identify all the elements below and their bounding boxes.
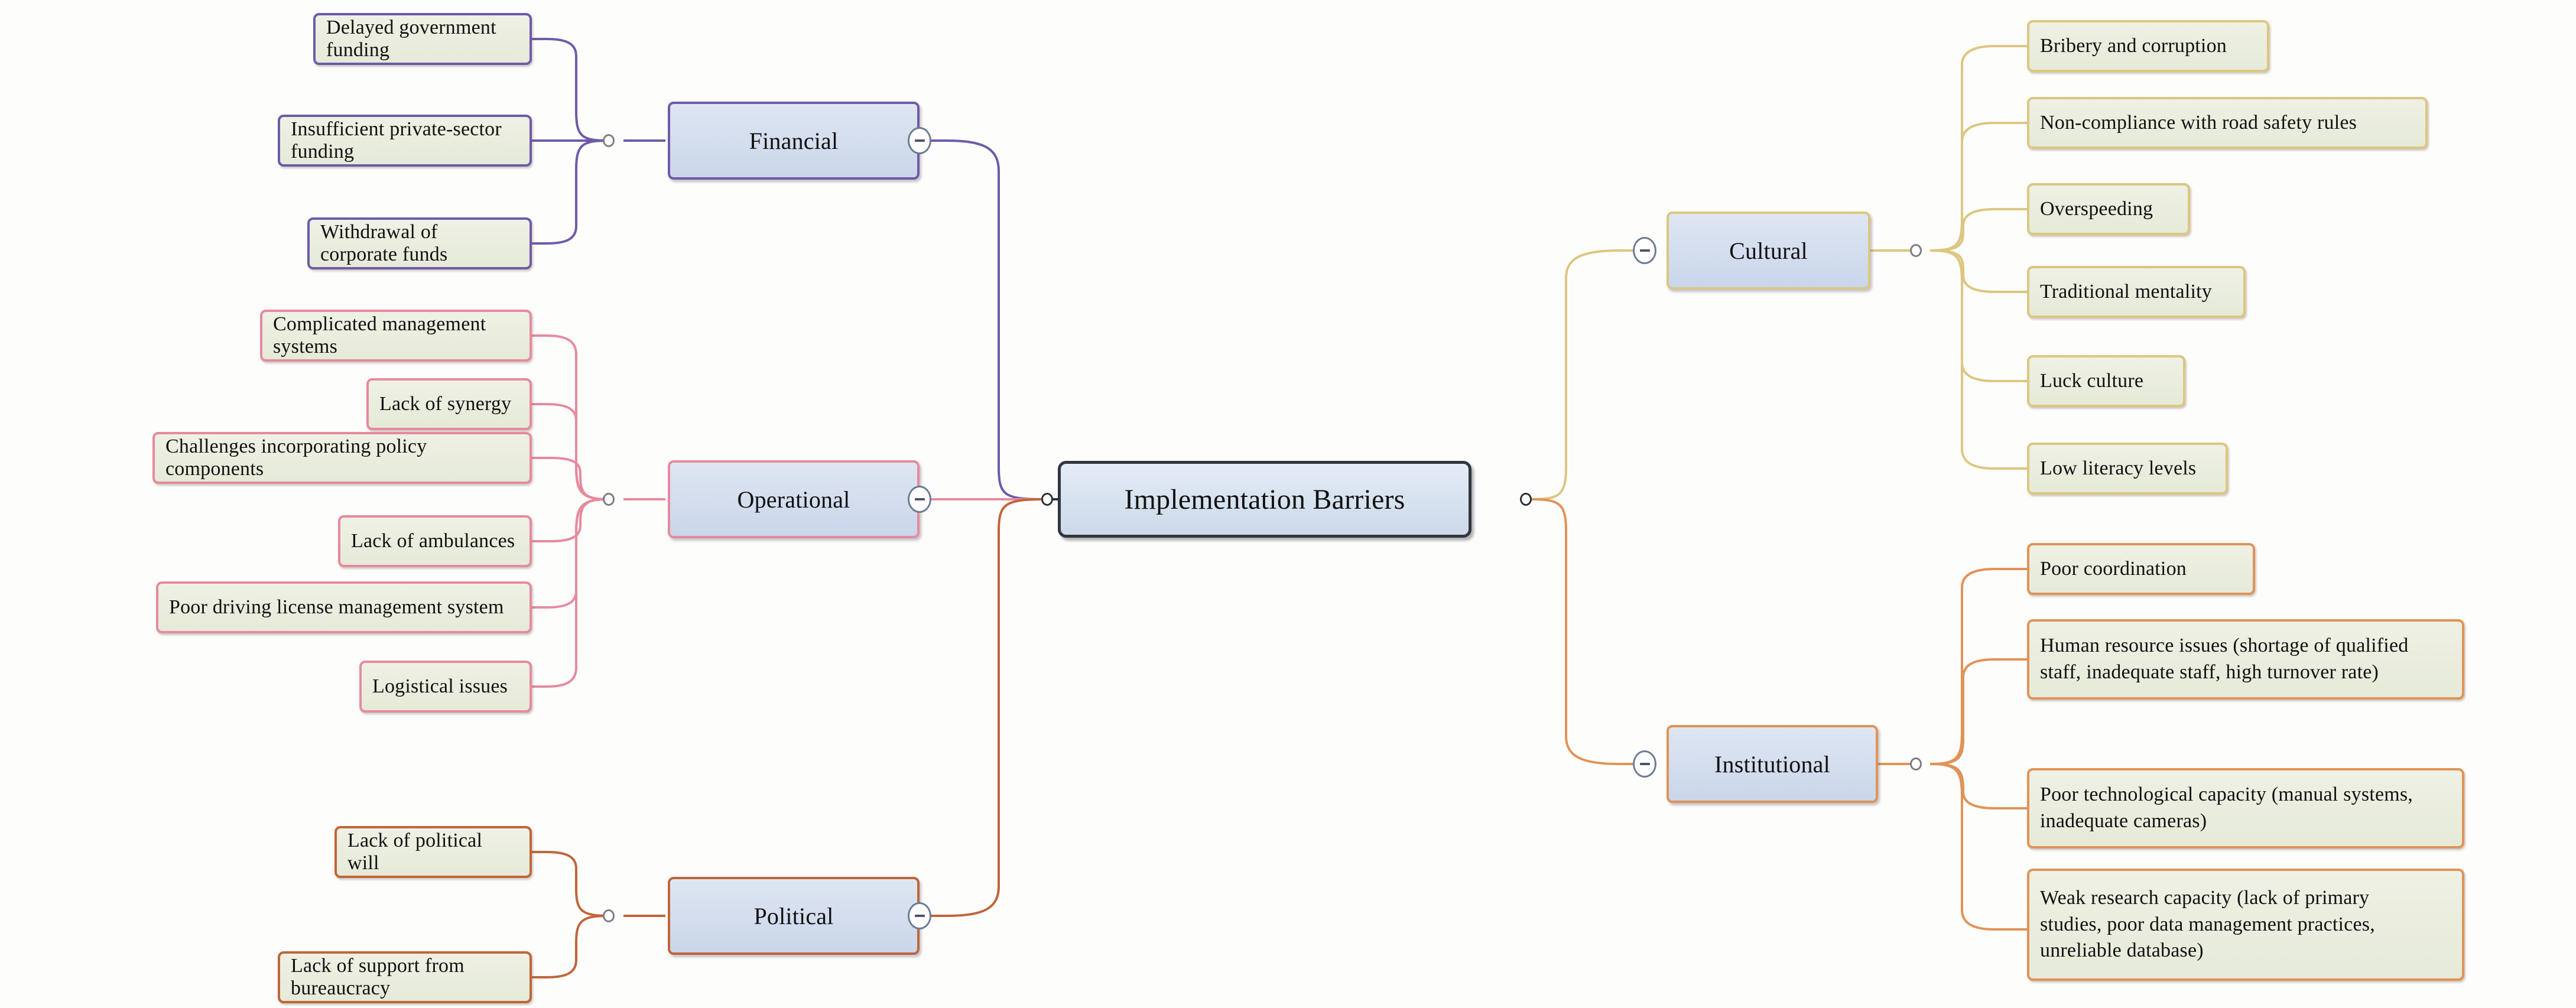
minus-circle-icon-operational[interactable] xyxy=(908,486,931,513)
minus-circle-icon-cultural[interactable] xyxy=(1633,237,1656,264)
leaf-node[interactable]: Logistical issues xyxy=(359,661,532,713)
leaf-node[interactable]: Withdrawal of corporate funds xyxy=(307,217,532,269)
leaf-node[interactable]: Poor driving license management system xyxy=(156,581,532,633)
minus-circle-icon-financial[interactable] xyxy=(908,127,931,154)
branch-node-cultural[interactable]: Cultural xyxy=(1667,212,1870,290)
leaf-node[interactable]: Lack of synergy xyxy=(366,378,532,430)
leaf-node[interactable]: Lack of support from bureaucracy xyxy=(278,951,532,1003)
branch-node-financial[interactable]: Financial xyxy=(668,102,920,180)
junction-operational xyxy=(603,493,615,506)
minus-circle-icon-institutional[interactable] xyxy=(1633,750,1656,778)
leaf-node[interactable]: Delayed government funding xyxy=(313,13,532,65)
leaf-node[interactable]: Complicated management systems xyxy=(260,310,532,362)
junction-cultural xyxy=(1910,244,1922,257)
leaf-node[interactable]: Weak research capacity (lack of primary … xyxy=(2027,869,2464,981)
leaf-node[interactable]: Overspeeding xyxy=(2027,183,2190,235)
branch-node-institutional[interactable]: Institutional xyxy=(1667,725,1878,803)
leaf-node[interactable]: Human resource issues (shortage of quali… xyxy=(2027,619,2464,700)
leaf-node[interactable]: Luck culture xyxy=(2027,355,2185,407)
branch-node-operational[interactable]: Operational xyxy=(668,460,920,538)
leaf-node[interactable]: Low literacy levels xyxy=(2027,443,2228,495)
leaf-node[interactable]: Bribery and corruption xyxy=(2027,20,2269,72)
junction-political xyxy=(603,909,615,922)
branch-node-political[interactable]: Political xyxy=(668,877,920,955)
leaf-node[interactable]: Lack of ambulances xyxy=(338,515,532,567)
junction-financial xyxy=(603,134,615,147)
leaf-node[interactable]: Poor technological capacity (manual syst… xyxy=(2027,768,2464,848)
leaf-node[interactable]: Insufficient private-sector funding xyxy=(278,115,532,167)
leaf-node[interactable]: Non-compliance with road safety rules xyxy=(2027,97,2428,149)
leaf-node[interactable]: Lack of political will xyxy=(334,826,532,878)
minus-circle-icon-political[interactable] xyxy=(908,902,931,929)
root-junction-right xyxy=(1520,493,1532,506)
leaf-node[interactable]: Challenges incorporating policy componen… xyxy=(152,432,532,484)
root-junction-left xyxy=(1041,493,1053,506)
junction-institutional xyxy=(1910,757,1922,770)
root-node[interactable]: Implementation Barriers xyxy=(1058,461,1471,538)
leaf-node[interactable]: Traditional mentality xyxy=(2027,266,2246,318)
leaf-node[interactable]: Poor coordination xyxy=(2027,543,2255,595)
